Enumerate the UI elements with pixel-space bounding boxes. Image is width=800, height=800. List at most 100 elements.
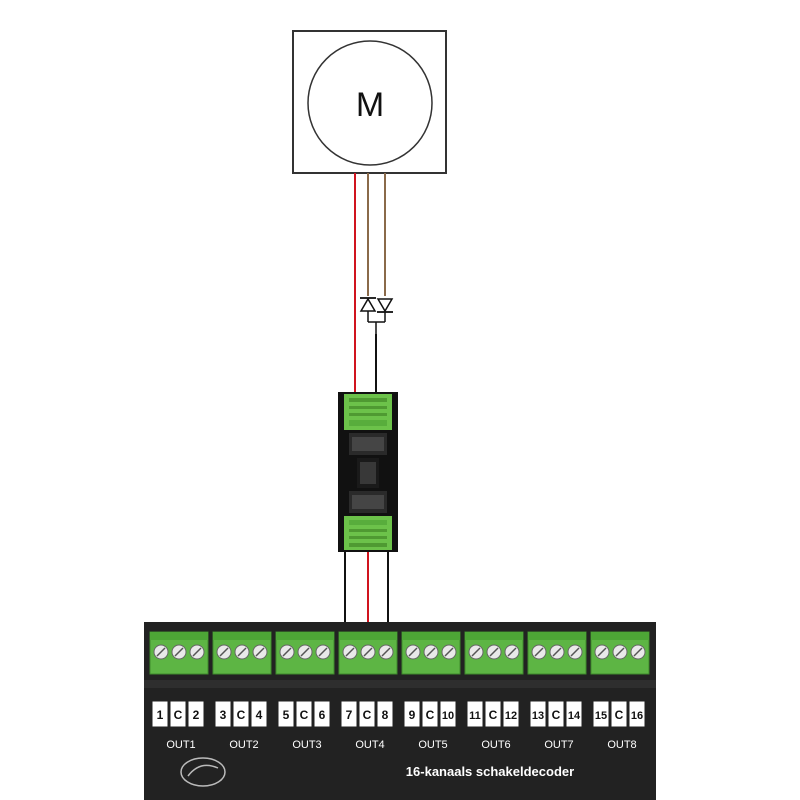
pin-label: 4 (256, 708, 263, 722)
pin-box (214, 700, 232, 728)
screw-icon (468, 644, 484, 660)
screw-icon (279, 644, 295, 660)
screw-icon (360, 644, 376, 660)
pin-box (466, 700, 484, 728)
pin-box (295, 700, 313, 728)
pin-label: 15 (595, 710, 607, 722)
screw-icon (405, 644, 421, 660)
pin-label: 7 (346, 708, 353, 722)
pin-label: C (174, 708, 183, 722)
pin-label: 3 (220, 708, 227, 722)
screw-icon (252, 644, 268, 660)
pin-box (403, 700, 421, 728)
screw-icon (153, 644, 169, 660)
output-label: OUT7 (544, 739, 573, 751)
pin-label: 2 (193, 708, 200, 722)
screw-icon (612, 644, 628, 660)
pin-box (610, 700, 628, 728)
pin-label: 9 (409, 708, 416, 722)
screw-icon (171, 644, 187, 660)
terminal-block-6 (464, 631, 524, 675)
terminal-block-7 (527, 631, 587, 675)
screw-icon (189, 644, 205, 660)
pin-box (250, 700, 268, 728)
screw-icon (378, 644, 394, 660)
pin-box (313, 700, 331, 728)
screw-icon (549, 644, 565, 660)
screw-icon (315, 644, 331, 660)
pin-box (187, 700, 205, 728)
pin-box (232, 700, 250, 728)
pin-label: C (363, 708, 372, 722)
screw-icon (297, 644, 313, 660)
screw-icon (504, 644, 520, 660)
output-label: OUT2 (229, 739, 258, 751)
pin-box (565, 700, 583, 728)
pin-label: C (237, 708, 246, 722)
output-label: OUT1 (166, 739, 195, 751)
screw-icon (234, 644, 250, 660)
pin-label: 10 (442, 710, 454, 722)
pin-box (628, 700, 646, 728)
motor: M (292, 30, 447, 174)
pin-label: C (615, 708, 624, 722)
motor-circle (307, 40, 433, 166)
pin-label: 1 (157, 708, 164, 722)
output-label: OUT6 (481, 739, 510, 751)
output-label: OUT3 (292, 739, 321, 751)
motor-wires (354, 173, 386, 392)
diode-right-icon (376, 298, 394, 322)
screw-icon (486, 644, 502, 660)
pin-label: 6 (319, 708, 326, 722)
screw-icon (630, 644, 646, 660)
pin-box (376, 700, 394, 728)
board-logo-icon (180, 757, 226, 787)
output-label: OUT4 (355, 739, 384, 751)
board-title: 16-kanaals schakeldecoder (406, 764, 574, 779)
output-label: OUT8 (607, 739, 636, 751)
switch-module (338, 392, 398, 552)
motor-label: M (356, 86, 384, 124)
screw-icon (342, 644, 358, 660)
pin-box (358, 700, 376, 728)
screw-icon (594, 644, 610, 660)
pin-label: C (426, 708, 435, 722)
pin-label: 11 (469, 710, 481, 722)
terminal-block-4 (338, 631, 398, 675)
pin-box (592, 700, 610, 728)
terminal-block-3 (275, 631, 335, 675)
pin-label: C (552, 708, 561, 722)
diode-pair (359, 297, 394, 392)
screw-icon (531, 644, 547, 660)
terminal-block-2 (212, 631, 272, 675)
pin-box (484, 700, 502, 728)
pin-box (547, 700, 565, 728)
screw-icon (567, 644, 583, 660)
pin-box (529, 700, 547, 728)
terminal-block-8 (590, 631, 650, 675)
pin-box (439, 700, 457, 728)
pin-box (169, 700, 187, 728)
pin-label: 5 (283, 708, 290, 722)
pin-label: 14 (568, 710, 581, 722)
pin-box (277, 700, 295, 728)
screw-icon (423, 644, 439, 660)
terminal-block-1 (149, 631, 209, 675)
pin-box (502, 700, 520, 728)
output-label: OUT5 (418, 739, 447, 751)
screw-icon (441, 644, 457, 660)
terminal-blocks (149, 631, 650, 675)
pin-label: 16 (631, 710, 643, 722)
pin-label: 12 (505, 710, 517, 722)
